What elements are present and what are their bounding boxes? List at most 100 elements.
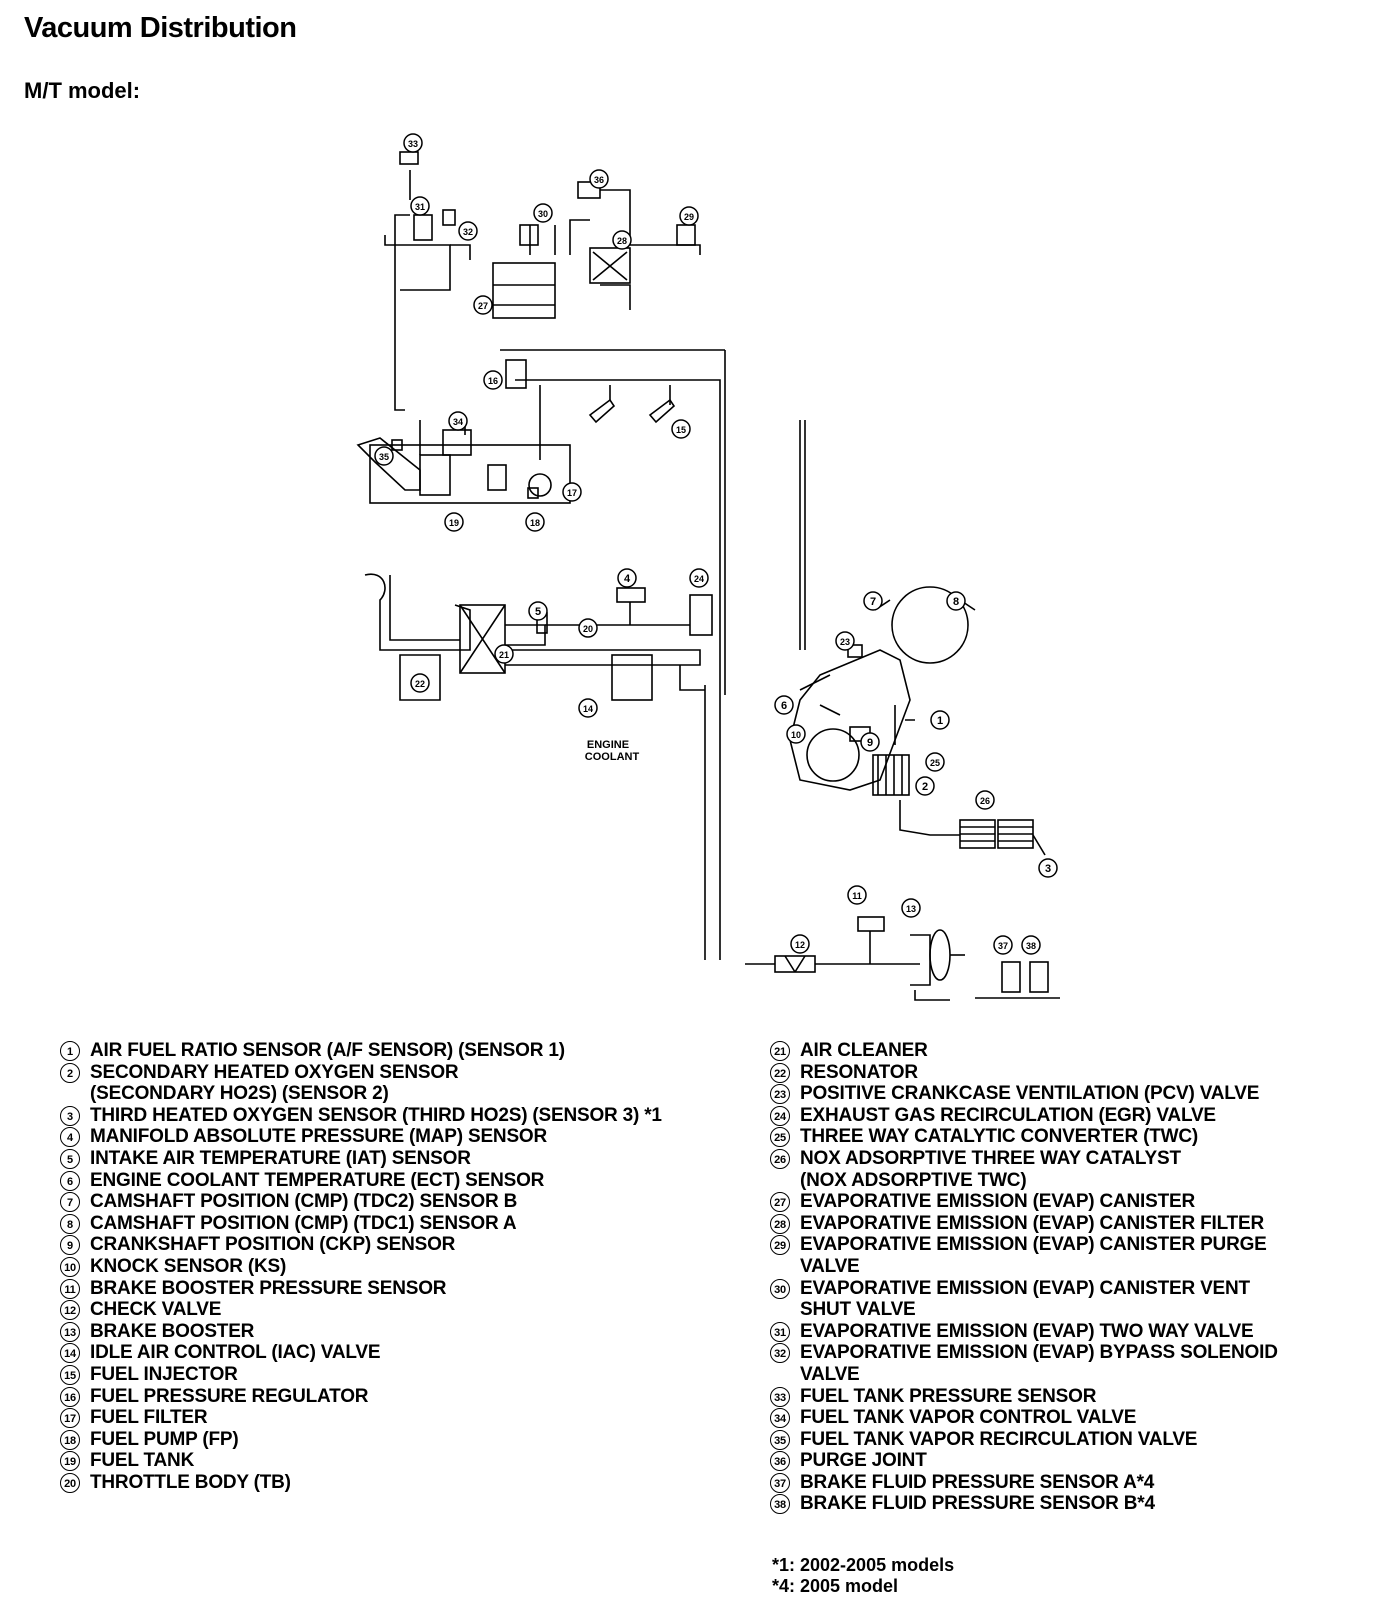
legend-label: SECONDARY HEATED OXYGEN SENSOR (SECONDAR… bbox=[90, 1061, 459, 1105]
svg-text:7: 7 bbox=[870, 596, 876, 608]
marker-25: 25 bbox=[925, 752, 945, 772]
legend-label: EVAPORATIVE EMISSION (EVAP) BYPASS SOLEN… bbox=[800, 1342, 1278, 1385]
legend-label: FUEL TANK VAPOR CONTROL VALVE bbox=[800, 1407, 1137, 1429]
marker-36: 36 bbox=[589, 169, 609, 189]
marker-20: 20 bbox=[578, 618, 598, 638]
legend-number: 34 bbox=[770, 1408, 790, 1429]
legend-label: AIR CLEANER bbox=[800, 1040, 928, 1061]
legend-label: BRAKE FLUID PRESSURE SENSOR B*4 bbox=[800, 1493, 1155, 1515]
svg-text:1: 1 bbox=[937, 715, 943, 727]
legend-label: EVAPORATIVE EMISSION (EVAP) TWO WAY VALV… bbox=[800, 1320, 1254, 1342]
svg-text:13: 13 bbox=[906, 904, 916, 914]
svg-text:9: 9 bbox=[867, 737, 873, 749]
legend-number: 6 bbox=[60, 1170, 80, 1191]
marker-12: 12 bbox=[790, 934, 810, 954]
legend-number: 27 bbox=[770, 1192, 790, 1213]
legend-label: INTAKE AIR TEMPERATURE (IAT) SENSOR bbox=[90, 1147, 471, 1169]
marker-34: 34 bbox=[448, 411, 468, 431]
legend-number: 32 bbox=[770, 1343, 790, 1364]
legend-number: 3 bbox=[60, 1105, 80, 1126]
legend-number: 21 bbox=[770, 1041, 790, 1061]
legend-label: RESONATOR bbox=[800, 1061, 918, 1083]
marker-10: 10 bbox=[786, 724, 806, 744]
marker-24: 24 bbox=[689, 568, 709, 588]
svg-text:28: 28 bbox=[617, 236, 627, 246]
legend-item-3: 3 THIRD HEATED OXYGEN SENSOR (THIRD HO2S)… bbox=[60, 1105, 760, 1127]
engine-coolant-label: ENGINE bbox=[587, 739, 629, 751]
marker-18: 18 bbox=[525, 512, 545, 532]
legend-number: 11 bbox=[60, 1278, 80, 1299]
marker-15: 15 bbox=[671, 419, 691, 439]
legend-number: 22 bbox=[770, 1062, 790, 1083]
svg-text:16: 16 bbox=[488, 376, 498, 386]
svg-text:29: 29 bbox=[684, 212, 694, 222]
legend-number: 29 bbox=[770, 1235, 790, 1256]
marker-31: 31 bbox=[410, 196, 430, 216]
svg-text:36: 36 bbox=[594, 175, 604, 185]
legend-label: POSITIVE CRANKCASE VENTILATION (PCV) VAL… bbox=[800, 1083, 1260, 1105]
legend-number: 37 bbox=[770, 1472, 790, 1493]
legend-label: BRAKE BOOSTER PRESSURE SENSOR bbox=[90, 1277, 447, 1299]
legend-number: 13 bbox=[60, 1321, 80, 1342]
marker-28: 28 bbox=[612, 230, 632, 250]
legend-number: 1 bbox=[60, 1041, 80, 1061]
svg-text:6: 6 bbox=[781, 700, 787, 712]
svg-text:38: 38 bbox=[1026, 941, 1036, 951]
svg-text:25: 25 bbox=[930, 758, 940, 768]
legend-number: 8 bbox=[60, 1213, 80, 1234]
svg-text:14: 14 bbox=[583, 704, 593, 714]
marker-38: 38 bbox=[1021, 935, 1041, 955]
marker-11: 11 bbox=[847, 885, 867, 905]
marker-5: 5 bbox=[528, 601, 548, 621]
legend-number: 16 bbox=[60, 1386, 80, 1407]
legend-number: 12 bbox=[60, 1300, 80, 1321]
svg-text:2: 2 bbox=[922, 781, 928, 793]
svg-text:4: 4 bbox=[624, 573, 631, 585]
marker-27: 27 bbox=[473, 295, 493, 315]
marker-1: 1 bbox=[930, 710, 950, 730]
legend-label: THREE WAY CATALYTIC CONVERTER (TWC) bbox=[800, 1126, 1198, 1148]
marker-6: 6 bbox=[774, 695, 794, 715]
marker-33: 33 bbox=[403, 133, 423, 153]
legend-item-31: 31 EVAPORATIVE EMISSION (EVAP) TWO WAY VA… bbox=[770, 1321, 1360, 1343]
legend-item-21: 21 AIR CLEANER bbox=[770, 1040, 1360, 1062]
model-subtitle: M/T model: bbox=[24, 78, 141, 103]
legend-item-27: 27 EVAPORATIVE EMISSION (EVAP) CANISTER bbox=[770, 1191, 1360, 1213]
legend-label: KNOCK SENSOR (KS) bbox=[90, 1255, 287, 1277]
legend-number: 23 bbox=[770, 1084, 790, 1105]
legend-label: EVAPORATIVE EMISSION (EVAP) CANISTER bbox=[800, 1191, 1196, 1213]
legend-number: 31 bbox=[770, 1321, 790, 1342]
svg-text:37: 37 bbox=[998, 941, 1008, 951]
svg-text:12: 12 bbox=[795, 940, 805, 950]
footnote: *4: 2005 model bbox=[772, 1576, 899, 1596]
legend-label: AIR FUEL RATIO SENSOR (A/F SENSOR) (SENS… bbox=[90, 1040, 565, 1061]
marker-21: 21 bbox=[494, 644, 514, 664]
svg-text:19: 19 bbox=[449, 518, 459, 528]
legend-item-32: 32 EVAPORATIVE EMISSION (EVAP) BYPASS SOL… bbox=[770, 1342, 1360, 1385]
legend-label: THIRD HEATED OXYGEN SENSOR (THIRD HO2S) … bbox=[90, 1104, 662, 1126]
legend-item-23: 23 POSITIVE CRANKCASE VENTILATION (PCV) V… bbox=[770, 1083, 1360, 1105]
legend-number: 9 bbox=[60, 1235, 80, 1256]
svg-text:11: 11 bbox=[852, 891, 862, 901]
legend-label: BRAKE BOOSTER bbox=[90, 1320, 255, 1342]
legend-number: 30 bbox=[770, 1278, 790, 1299]
engine-coolant-label-2: COOLANT bbox=[585, 751, 640, 763]
legend-label: EXHAUST GAS RECIRCULATION (EGR) VALVE bbox=[800, 1104, 1216, 1126]
legend-label: CHECK VALVE bbox=[90, 1299, 222, 1321]
svg-text:3: 3 bbox=[1045, 863, 1051, 875]
legend-label: BRAKE FLUID PRESSURE SENSOR A*4 bbox=[800, 1471, 1155, 1493]
